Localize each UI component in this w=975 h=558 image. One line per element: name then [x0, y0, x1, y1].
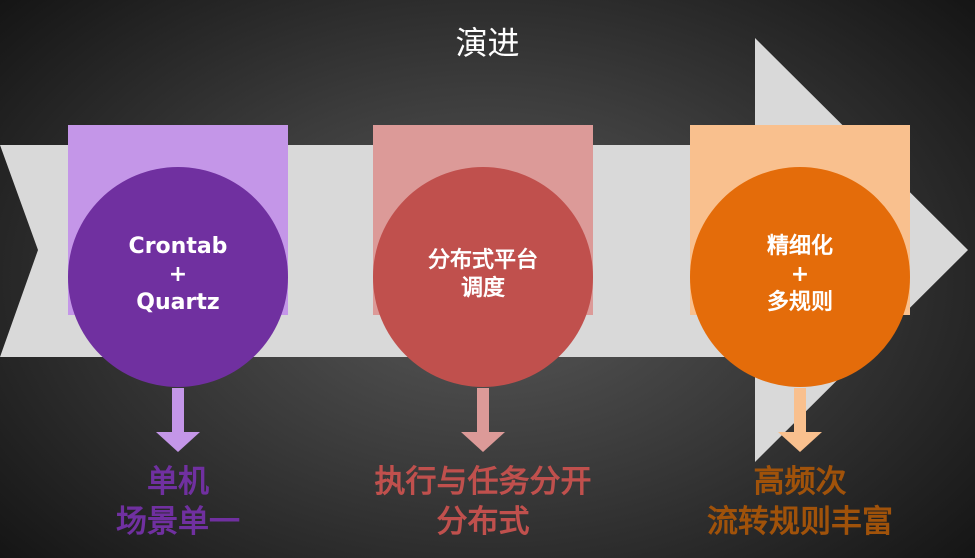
- stage-circle-line: 精细化: [766, 234, 833, 259]
- down-arrow-icon-3: [778, 432, 822, 452]
- stage-caption-line: 流转规则丰富: [707, 504, 893, 540]
- stage-circle-line: +: [168, 262, 188, 287]
- diagram-title: 演进: [455, 24, 520, 62]
- stage-circle-line: Quartz: [136, 290, 220, 315]
- stage-caption-line: 分布式: [436, 504, 530, 540]
- stage-circle-3: [690, 167, 910, 387]
- down-arrow-shaft-1: [172, 388, 184, 434]
- stage-circle-1: [68, 167, 288, 387]
- down-arrow-icon-2: [461, 432, 505, 452]
- stage-circle-label-3: 精细化 + 多规则: [690, 233, 910, 317]
- stage-circle-label-2: 分布式平台调度: [373, 247, 593, 303]
- stage-circle-line: Crontab: [128, 234, 228, 259]
- stage-circle-2: [373, 167, 593, 387]
- stage-caption-1: 单机场景单一: [28, 462, 328, 542]
- stage-caption-line: 执行与任务分开: [374, 464, 592, 500]
- stage-caption-line: 高频次: [753, 464, 847, 500]
- stage-caption-2: 执行与任务分开分布式: [333, 462, 633, 542]
- stage-caption-3: 高频次流转规则丰富: [650, 462, 950, 542]
- stage-circle-line: 调度: [460, 276, 505, 301]
- down-arrow-shaft-3: [794, 388, 806, 434]
- stage-circle-label-1: Crontab + Quartz: [68, 233, 288, 317]
- stage-caption-line: 单机: [147, 464, 209, 500]
- down-arrow-icon-1: [156, 432, 200, 452]
- stage-circle-line: 分布式平台: [427, 248, 538, 273]
- stage-caption-line: 场景单一: [116, 504, 240, 540]
- stage-circle-line: +: [790, 262, 810, 287]
- down-arrow-shaft-2: [477, 388, 489, 434]
- stage-circle-line: 多规则: [766, 290, 833, 315]
